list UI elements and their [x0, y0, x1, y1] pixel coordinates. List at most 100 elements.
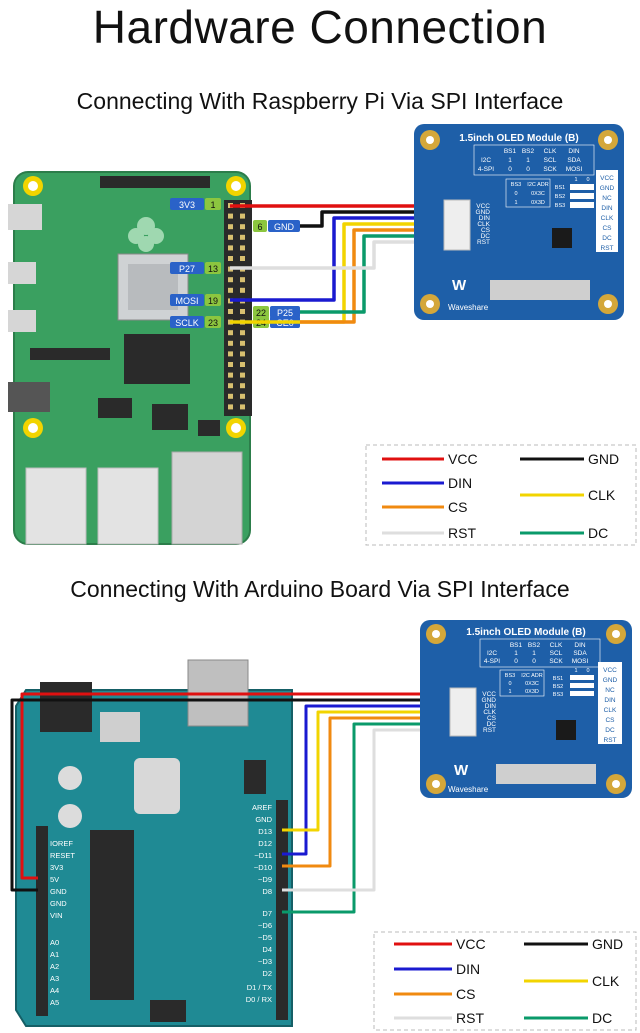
legend-item-gnd: GND	[524, 936, 623, 952]
svg-text:VCC: VCC	[476, 203, 490, 210]
svg-text:BS1: BS1	[553, 676, 563, 682]
svg-text:SDA: SDA	[567, 157, 581, 164]
svg-text:GND: GND	[50, 887, 67, 896]
rpi-section-subtitle: Connecting With Raspberry Pi Via SPI Int…	[76, 88, 564, 114]
svg-text:D0 / RX: D0 / RX	[246, 995, 272, 1004]
legend-item-dc: DC	[520, 525, 608, 541]
legend-item-cs: CS	[382, 499, 467, 515]
svg-text:D4: D4	[262, 945, 272, 954]
svg-text:GND: GND	[603, 677, 618, 684]
gpio-pin	[228, 340, 233, 346]
svg-text:DC: DC	[592, 1010, 612, 1026]
svg-text:0: 0	[586, 177, 589, 183]
svg-text:0: 0	[514, 658, 518, 665]
svg-text:DC: DC	[605, 727, 615, 734]
legend-top: VCC GND DIN CLK CS DC RST	[365, 444, 637, 546]
gpio-pin	[240, 213, 245, 219]
svg-text:CLK: CLK	[544, 148, 557, 155]
svg-text:0: 0	[586, 668, 589, 674]
svg-text:GND: GND	[255, 815, 272, 824]
svg-text:BS3: BS3	[505, 673, 515, 679]
svg-text:I2C ADR: I2C ADR	[521, 673, 542, 679]
gpio-pin	[240, 383, 245, 389]
rpi-pin-number: 1	[210, 200, 215, 210]
svg-text:VCC: VCC	[603, 667, 617, 674]
svg-text:D2: D2	[262, 969, 272, 978]
raspberry-pi-board	[8, 171, 252, 545]
rpi-pin-label: GND	[274, 222, 295, 232]
svg-text:5V: 5V	[50, 875, 59, 884]
gpio-pin	[240, 234, 245, 240]
svg-text:BS2: BS2	[522, 148, 535, 155]
svg-text:DIN: DIN	[568, 148, 580, 155]
gpio-pin	[240, 256, 245, 261]
svg-text:SCK: SCK	[549, 658, 563, 665]
svg-text:1: 1	[514, 650, 518, 657]
waveshare-logo-icon: W	[454, 762, 469, 779]
oled-bs-switches: 1 0 BS1 BS2 BS3	[555, 177, 594, 209]
legend-item-rst: RST	[382, 525, 476, 541]
oled-mode-table: BS1 BS2 CLK DIN I2C 1 1 SCL SDA 4-SPI 0 …	[473, 144, 595, 176]
legend-item-dc: DC	[524, 1010, 612, 1026]
svg-text:CS: CS	[602, 225, 612, 232]
gpio-pin	[228, 383, 233, 389]
arduino-section-subtitle: Connecting With Arduino Board Via SPI In…	[70, 576, 570, 602]
oled-address-table: BS3 I2C ADR 0 0X3C 1 0X3D	[499, 669, 545, 697]
svg-text:I2C: I2C	[487, 650, 497, 657]
svg-text:DIN: DIN	[448, 475, 472, 491]
svg-text:BS2: BS2	[553, 684, 563, 690]
arduino-left-pin-labels: IOREF RESET 3V3 5V GND GND VIN A0 A1 A2 …	[50, 839, 75, 1007]
arduino-wires	[10, 692, 447, 914]
svg-text:0X3C: 0X3C	[531, 191, 545, 197]
svg-text:1: 1	[526, 157, 530, 164]
svg-text:RST: RST	[456, 1010, 484, 1026]
svg-text:A1: A1	[50, 950, 59, 959]
gpio-pin	[228, 245, 233, 251]
svg-text:DC: DC	[481, 233, 491, 240]
gpio-pin	[228, 393, 233, 399]
svg-text:BS2: BS2	[555, 194, 565, 200]
gpio-pin	[240, 309, 245, 314]
svg-text:SCK: SCK	[543, 166, 557, 173]
oled-address-table: BS3 I2C ADR 0 0X3C 1 0X3D	[505, 178, 551, 208]
svg-text:CS: CS	[456, 986, 475, 1002]
svg-text:GND: GND	[476, 209, 491, 216]
svg-text:BS2: BS2	[528, 642, 541, 649]
raspberry-logo-icon	[128, 217, 164, 252]
arduino-wire-dc	[282, 722, 447, 914]
legend-item-din: DIN	[394, 961, 480, 977]
rpi-pin-number: 22	[256, 308, 266, 318]
svg-text:~D10: ~D10	[254, 863, 272, 872]
svg-text:1: 1	[514, 200, 517, 206]
oled-chip	[556, 720, 576, 740]
rpi-pin-number: 13	[208, 264, 218, 274]
svg-text:CLK: CLK	[588, 487, 616, 503]
legend-bottom: VCC GND DIN CLK CS DC RST	[373, 931, 637, 1031]
gpio-pin	[240, 224, 245, 230]
svg-text:~D6: ~D6	[258, 921, 272, 930]
svg-text:CLK: CLK	[483, 709, 496, 716]
rpi-pin-number: 19	[208, 296, 218, 306]
svg-text:SCL: SCL	[544, 157, 557, 164]
gpio-pin	[228, 309, 233, 314]
svg-text:D13: D13	[258, 827, 272, 836]
svg-text:4-SPI: 4-SPI	[484, 658, 500, 665]
legend-item-din: DIN	[382, 475, 472, 491]
arduino-wire-clk	[282, 710, 447, 832]
svg-text:VCC: VCC	[600, 175, 614, 182]
svg-text:0: 0	[526, 166, 530, 173]
oled-mode-table: BS1 BS2 CLK DIN I2C 1 1 SCL SDA 4-SPI 0 …	[479, 638, 601, 668]
rpi-wire-din	[230, 216, 447, 302]
oled-connector	[443, 199, 471, 251]
gpio-pin	[228, 213, 233, 219]
svg-text:D7: D7	[262, 909, 272, 918]
oled-right-pin-labels: VCC GND NC DIN CLK CS DC RST	[598, 662, 622, 744]
legend-item-vcc: VCC	[382, 451, 478, 467]
svg-text:VCC: VCC	[456, 936, 486, 952]
svg-text:DIN: DIN	[604, 697, 616, 704]
legend-item-cs: CS	[394, 986, 475, 1002]
svg-text:GND: GND	[588, 451, 619, 467]
rpi-wire-gnd	[300, 210, 447, 228]
svg-text:CLK: CLK	[604, 707, 617, 714]
